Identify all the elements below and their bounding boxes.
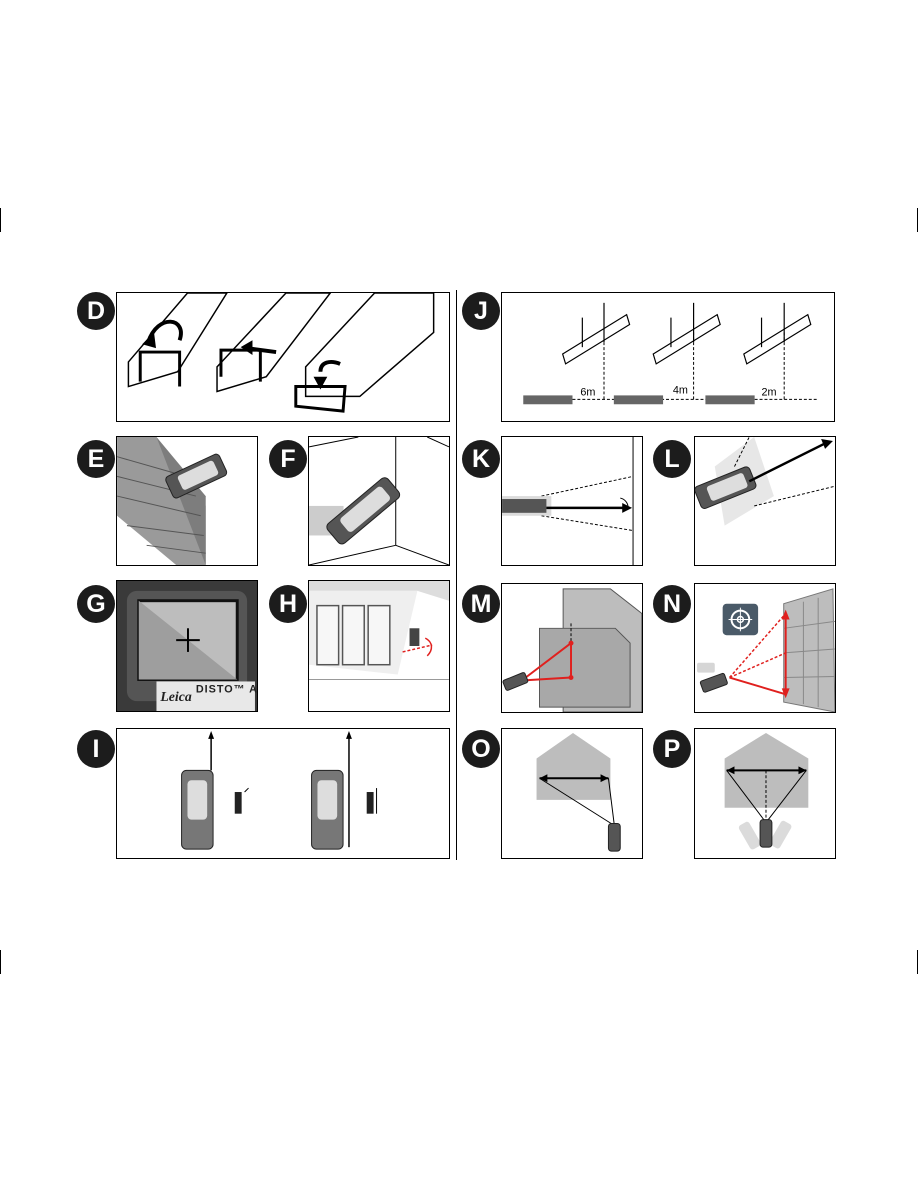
badge-l: L	[653, 440, 691, 478]
crop-mark	[0, 950, 1, 974]
corner-illustration	[309, 437, 449, 565]
panel-o-gable	[501, 728, 643, 859]
badge-k: K	[462, 440, 500, 478]
badge-n: N	[653, 585, 691, 623]
panel-i-reference	[116, 728, 450, 859]
panel-n-height	[694, 583, 836, 713]
panel-k-horizontal	[501, 436, 643, 566]
pointfinder-display: Leica DISTO™ A	[117, 581, 257, 711]
panel-f-corner	[308, 436, 450, 566]
panel-j-tripod-distances: 6m 4m 2m	[501, 292, 835, 422]
panel-e-wall-edge	[116, 436, 258, 566]
badge-f: F	[269, 440, 307, 478]
window-illustration	[309, 581, 449, 711]
distance-label-2m: 2m	[762, 386, 777, 398]
badge-d: D	[77, 292, 115, 330]
center-divider	[456, 290, 457, 860]
badge-h: H	[269, 585, 307, 623]
panel-l-tilted	[694, 436, 836, 566]
badge-j: J	[462, 292, 500, 330]
battery-cover-illustration	[117, 293, 449, 421]
height-measure-illustration	[695, 584, 835, 712]
panel-p-gable-triangle	[694, 728, 836, 859]
panel-d-battery-cover	[116, 292, 450, 422]
model-label: DISTO™ A	[196, 683, 257, 695]
badge-o: O	[462, 730, 500, 768]
panel-g-pointfinder: Leica DISTO™ A	[116, 580, 258, 712]
reference-point-illustration	[117, 729, 449, 858]
badge-p: P	[653, 730, 691, 768]
panel-m-wall-area	[501, 583, 643, 713]
panel-h-window	[308, 580, 450, 712]
horizontal-measure-illustration	[502, 437, 642, 565]
gable-triangle-illustration	[695, 729, 835, 858]
crop-mark	[0, 208, 1, 232]
distance-label-4m: 4m	[673, 384, 688, 396]
tilted-measure-illustration	[695, 437, 835, 565]
badge-e: E	[77, 440, 115, 478]
distance-beams-illustration: 6m 4m 2m	[502, 293, 834, 421]
wall-edge-illustration	[117, 437, 257, 565]
badge-i: I	[77, 730, 115, 768]
brand-logo: Leica	[159, 689, 191, 704]
distance-label-6m: 6m	[580, 386, 595, 398]
wall-area-illustration	[502, 584, 642, 712]
badge-m: M	[462, 585, 500, 623]
badge-g: G	[77, 585, 115, 623]
gable-width-illustration	[502, 729, 642, 858]
